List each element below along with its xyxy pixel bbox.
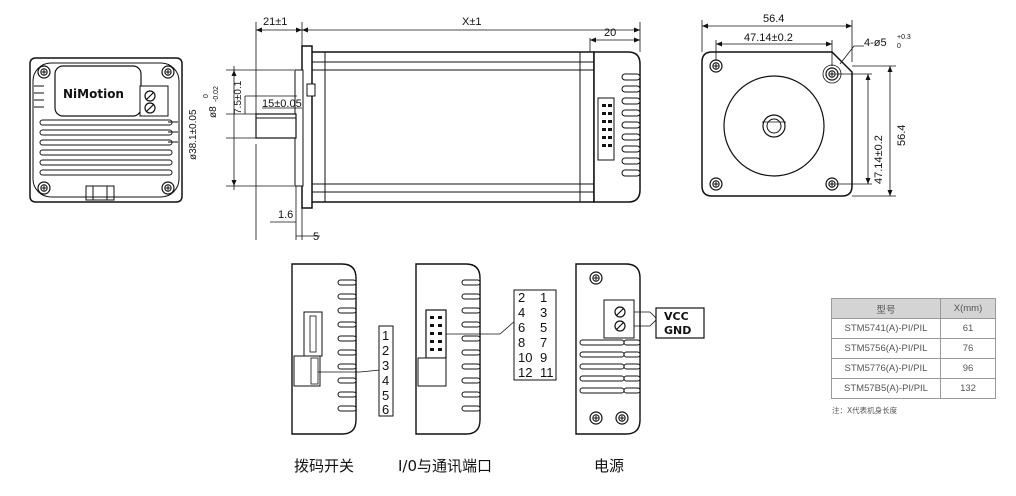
io-port-caption: I/0与通讯端口 — [398, 457, 492, 475]
io-pin: 2 — [518, 290, 525, 305]
dip-switch-detail: 1 2 3 4 5 6 拨码开关 — [291, 263, 394, 475]
io-pin: 9 — [540, 350, 547, 365]
dim-holes-tol2: 0 — [897, 43, 901, 50]
screw-icon — [37, 65, 51, 79]
front-view: 21±1 X±1 20 15±0.05 1.6 5 ø38.1±0.05 ø8 … — [188, 16, 641, 243]
x-cell: 96 — [940, 358, 996, 379]
dim-shaft-len: 15±0.05 — [262, 98, 302, 110]
power-detail: VCC GND 电源 — [575, 263, 705, 475]
dim-flat: 7.5±0.1 — [233, 80, 244, 114]
terminal-screw-icon — [614, 320, 626, 332]
dip-pin: 2 — [382, 343, 389, 358]
dim-body-len: X±1 — [462, 16, 482, 28]
io-pin: 7 — [540, 335, 547, 350]
screw-icon — [709, 177, 723, 191]
terminal-screw-icon — [614, 306, 626, 318]
io-pin: 11 — [540, 365, 554, 380]
dim-holes: 4-ø5 — [864, 37, 887, 49]
io-pin: 1 — [540, 290, 547, 305]
vcc-label: VCC — [664, 310, 689, 323]
x-cell: 61 — [940, 318, 996, 339]
model-cell: STM5741(A)-PI/PIL — [831, 318, 941, 339]
dip-pin: 5 — [382, 388, 389, 403]
dip-pin: 6 — [382, 402, 389, 417]
io-pin: 3 — [540, 305, 547, 320]
dim-flange-thk: 5 — [313, 231, 319, 243]
screw-icon — [615, 411, 629, 425]
dim-height: 56.4 — [896, 125, 908, 146]
model-cell: STM57B5(A)-PI/PIL — [831, 378, 941, 399]
table-note: 注：X代表机身长度 — [832, 406, 898, 415]
header-model: 型号 — [831, 298, 941, 319]
model-cell: STM5756(A)-PI/PIL — [831, 338, 941, 359]
screw-icon — [709, 59, 723, 73]
screw-icon — [589, 271, 603, 285]
table-row: STM57B5(A)-PI/PIL 132 — [831, 378, 996, 399]
terminal-screw-icon — [144, 90, 156, 102]
dim-width: 56.4 — [763, 13, 784, 25]
dim-shaft-tol-top: 0 — [203, 94, 210, 98]
model-cell: STM5776(A)-PI/PIL — [831, 358, 941, 379]
x-cell: 76 — [940, 338, 996, 359]
screw-icon — [37, 181, 51, 195]
io-pin: 10 — [518, 350, 532, 365]
table-header-row: 型号 X(mm) — [831, 298, 996, 319]
gnd-label: GND — [664, 324, 691, 337]
dip-pin: 4 — [382, 373, 389, 388]
rear-view: NiMotion — [29, 57, 183, 203]
spec-table: 型号 X(mm) STM5741(A)-PI/PIL 61 STM5756(A)… — [831, 298, 996, 399]
io-pin: 5 — [540, 320, 547, 335]
io-pin: 4 — [518, 305, 525, 320]
terminal-screw-icon — [144, 102, 156, 114]
dim-rear-len: 20 — [604, 27, 616, 39]
dim-holes-tol: +0.3 — [897, 34, 911, 41]
dip-pin: 1 — [382, 328, 389, 343]
dim-flange-len: 21±1 — [263, 16, 287, 28]
dip-pin: 3 — [382, 358, 389, 373]
io-pin: 8 — [518, 335, 525, 350]
table-row: STM5741(A)-PI/PIL 61 — [831, 318, 996, 339]
table-row: STM5776(A)-PI/PIL 96 — [831, 358, 996, 379]
dim-hole-pitch: 47.14±0.2 — [744, 32, 793, 44]
dim-hole-pitch-v: 47.14±0.2 — [873, 135, 885, 184]
screw-icon — [161, 65, 175, 79]
io-port-detail: 2 4 6 8 10 12 1 3 5 7 9 11 I/0与通讯端口 — [398, 263, 557, 475]
dim-boss-dia: ø38.1±0.05 — [188, 109, 199, 160]
x-cell: 132 — [940, 378, 996, 399]
power-caption: 电源 — [594, 457, 624, 475]
brand-logo: NiMotion — [63, 87, 124, 101]
dip-switch-caption: 拨码开关 — [294, 457, 354, 475]
dim-boss-depth: 1.6 — [278, 209, 293, 221]
dim-shaft-tol-bot: -0.02 — [213, 86, 220, 102]
table-row: STM5756(A)-PI/PIL 76 — [831, 338, 996, 359]
side-view: 56.4 47.14±0.2 4-ø5 +0.3 0 47.14±0.2 56.… — [701, 13, 911, 197]
screw-icon — [161, 181, 175, 195]
dim-shaft-dia: ø8 — [208, 106, 219, 118]
io-pin: 6 — [518, 320, 525, 335]
io-pin: 12 — [518, 365, 532, 380]
screw-icon — [589, 411, 603, 425]
header-x: X(mm) — [940, 298, 996, 319]
